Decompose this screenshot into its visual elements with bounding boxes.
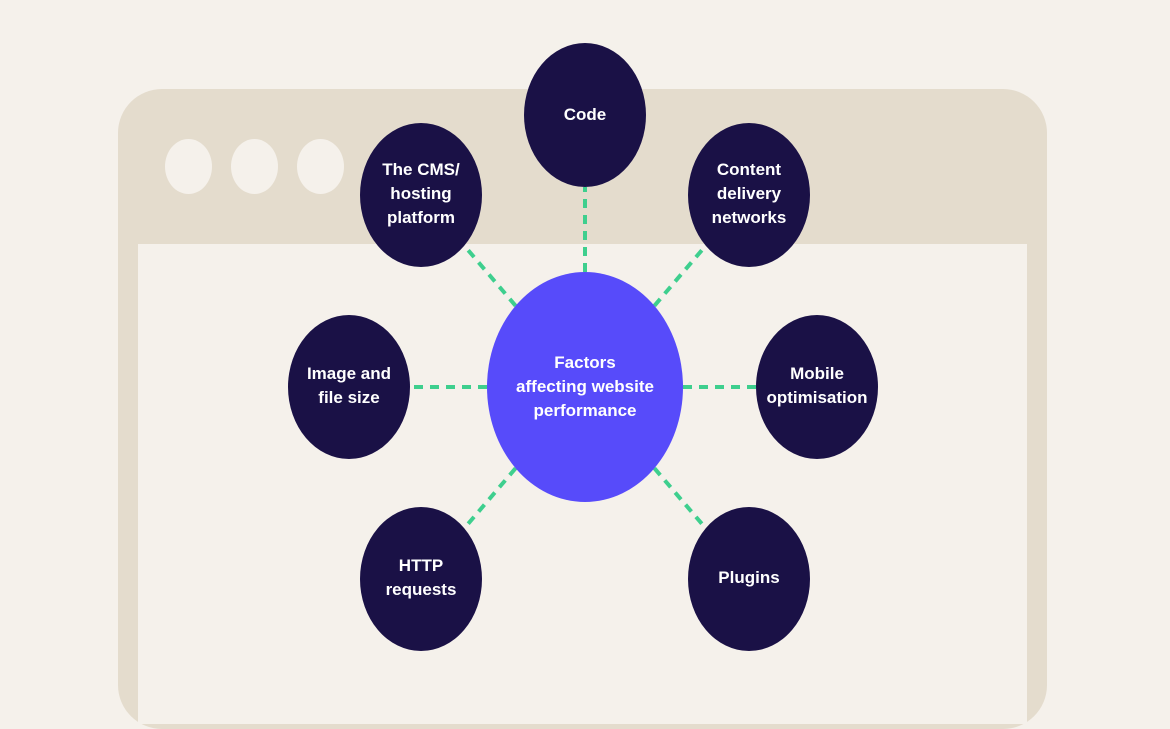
node-label-code: Code [563, 105, 607, 124]
window-dot-2 [231, 139, 278, 194]
connector-http [462, 466, 518, 530]
node-label-image: Image and file size [306, 364, 392, 407]
window-dot-3 [297, 139, 344, 194]
node-http [360, 507, 482, 651]
node-mobile [756, 315, 878, 459]
center-node [487, 272, 683, 502]
node-cdn [688, 123, 810, 267]
node-label-plugins: Plugins [718, 568, 780, 587]
node-label-cms: The CMS/ hosting platform [382, 160, 460, 227]
node-plugins [688, 507, 810, 651]
connector-cms [462, 244, 518, 308]
window-dot-1 [165, 139, 212, 194]
connector-cdn [652, 244, 708, 308]
factors-diagram [288, 43, 878, 651]
node-label-mobile: Mobile optimisation [766, 364, 868, 407]
center-node-label: Factors affecting website performance [516, 353, 654, 420]
node-image [288, 315, 410, 459]
node-label-cdn: Content delivery networks [711, 160, 787, 227]
node-code [524, 43, 646, 187]
node-label-http: HTTP requests [385, 556, 457, 599]
connector-plugins [652, 466, 708, 530]
node-cms [360, 123, 482, 267]
